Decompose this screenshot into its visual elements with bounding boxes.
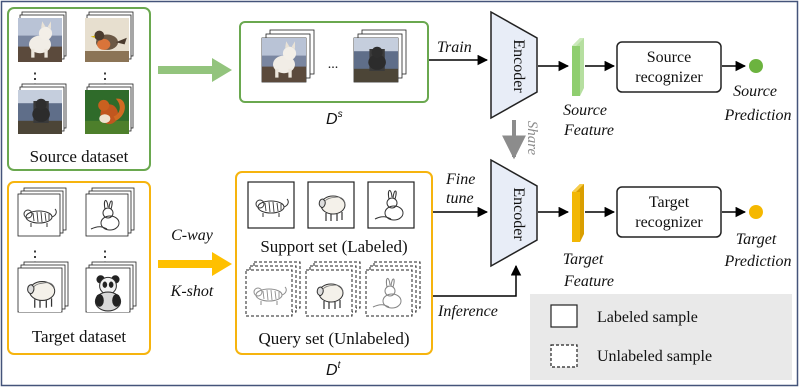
target-prediction-dot bbox=[749, 205, 763, 219]
fine-tune-label-2: tune bbox=[446, 190, 474, 207]
target-recognizer-box: Target recognizer bbox=[616, 186, 722, 238]
c-way-label: C-way bbox=[171, 227, 214, 244]
target-sampling-arrow bbox=[158, 252, 232, 276]
train-label: Train bbox=[437, 39, 472, 56]
source-prediction-label-2: Prediction bbox=[724, 107, 792, 124]
target-prediction-label-1: Target bbox=[736, 231, 777, 248]
source-prediction-dot bbox=[749, 59, 763, 73]
ds-ellipsis: ... bbox=[328, 57, 339, 72]
source-dataset-panel: ⋮ ⋮ Source dataset bbox=[7, 7, 151, 171]
support-set-label: Support set (Labeled) bbox=[260, 237, 407, 256]
encoder-top: Encoder bbox=[490, 10, 538, 120]
squirrel-photo-icon bbox=[85, 83, 134, 134]
target-prediction-label-2: Prediction bbox=[724, 253, 792, 270]
target-dataset-panel: ⋮ ⋮ Target dataset bbox=[7, 181, 151, 355]
rabbit-sketch-icon bbox=[85, 187, 135, 237]
source-prediction-label-1: Source bbox=[733, 83, 777, 100]
encoder-bottom: Encoder bbox=[490, 158, 538, 268]
query-rabbit-stack bbox=[365, 261, 421, 317]
source-feature-label-1: Source bbox=[563, 102, 607, 119]
source-sampling-arrow bbox=[158, 58, 232, 82]
legend-unlabeled-swatch bbox=[550, 344, 578, 368]
inference-label: Inference bbox=[437, 303, 498, 320]
fine-tune-label-1: Fine bbox=[445, 171, 475, 188]
source-dataset-label: Source dataset bbox=[30, 147, 129, 166]
source-recognizer-label-2: recognizer bbox=[635, 69, 703, 86]
k-shot-label: K-shot bbox=[170, 283, 214, 300]
target-dataset-label: Target dataset bbox=[32, 327, 127, 346]
support-rabbit-sketch bbox=[367, 181, 415, 229]
ds-stack-left bbox=[261, 29, 315, 83]
source-recognizer-box: Source recognizer bbox=[616, 41, 722, 93]
target-feature-icon bbox=[572, 184, 584, 242]
legend: Labeled sample Unlabeled sample bbox=[530, 294, 792, 380]
dog-photo-icon bbox=[18, 83, 67, 134]
support-tiger-sketch bbox=[247, 181, 295, 229]
target-recognizer-label-2: recognizer bbox=[635, 214, 703, 231]
source-feature-icon bbox=[572, 38, 584, 96]
source-feature-label-2: Feature bbox=[563, 122, 614, 139]
legend-unlabeled-text: Unlabeled sample bbox=[597, 348, 712, 365]
legend-labeled-swatch bbox=[550, 304, 578, 328]
query-set-label: Query set (Unlabeled) bbox=[258, 329, 409, 348]
query-sheep-stack bbox=[305, 261, 361, 317]
encoder-bottom-label: Encoder bbox=[510, 187, 527, 241]
inference-arrow bbox=[433, 264, 522, 297]
bird-photo-icon bbox=[85, 11, 134, 62]
share-label: Share bbox=[524, 121, 540, 156]
tiger-sketch-icon bbox=[17, 187, 67, 237]
target-recognizer-label-1: Target bbox=[649, 194, 690, 211]
dt-label: Dt bbox=[326, 360, 342, 379]
query-tiger-stack bbox=[245, 261, 301, 317]
encoder-top-label: Encoder bbox=[510, 39, 527, 93]
support-sheep-sketch bbox=[307, 181, 355, 229]
ds-label: Ds bbox=[326, 109, 343, 128]
ds-stack-right bbox=[353, 29, 407, 83]
source-recognizer-label-1: Source bbox=[647, 49, 691, 66]
ds-panel: ... bbox=[239, 21, 429, 103]
legend-labeled-text: Labeled sample bbox=[597, 309, 698, 326]
cat-photo-icon bbox=[18, 11, 67, 62]
panda-sketch-icon bbox=[85, 261, 137, 313]
target-feature-label-2: Feature bbox=[563, 273, 614, 290]
sheep-sketch-icon bbox=[17, 261, 69, 313]
dt-panel: Support set (Labeled) Query set (Unlabel… bbox=[235, 171, 433, 355]
target-feature-label-1: Target bbox=[563, 251, 604, 268]
